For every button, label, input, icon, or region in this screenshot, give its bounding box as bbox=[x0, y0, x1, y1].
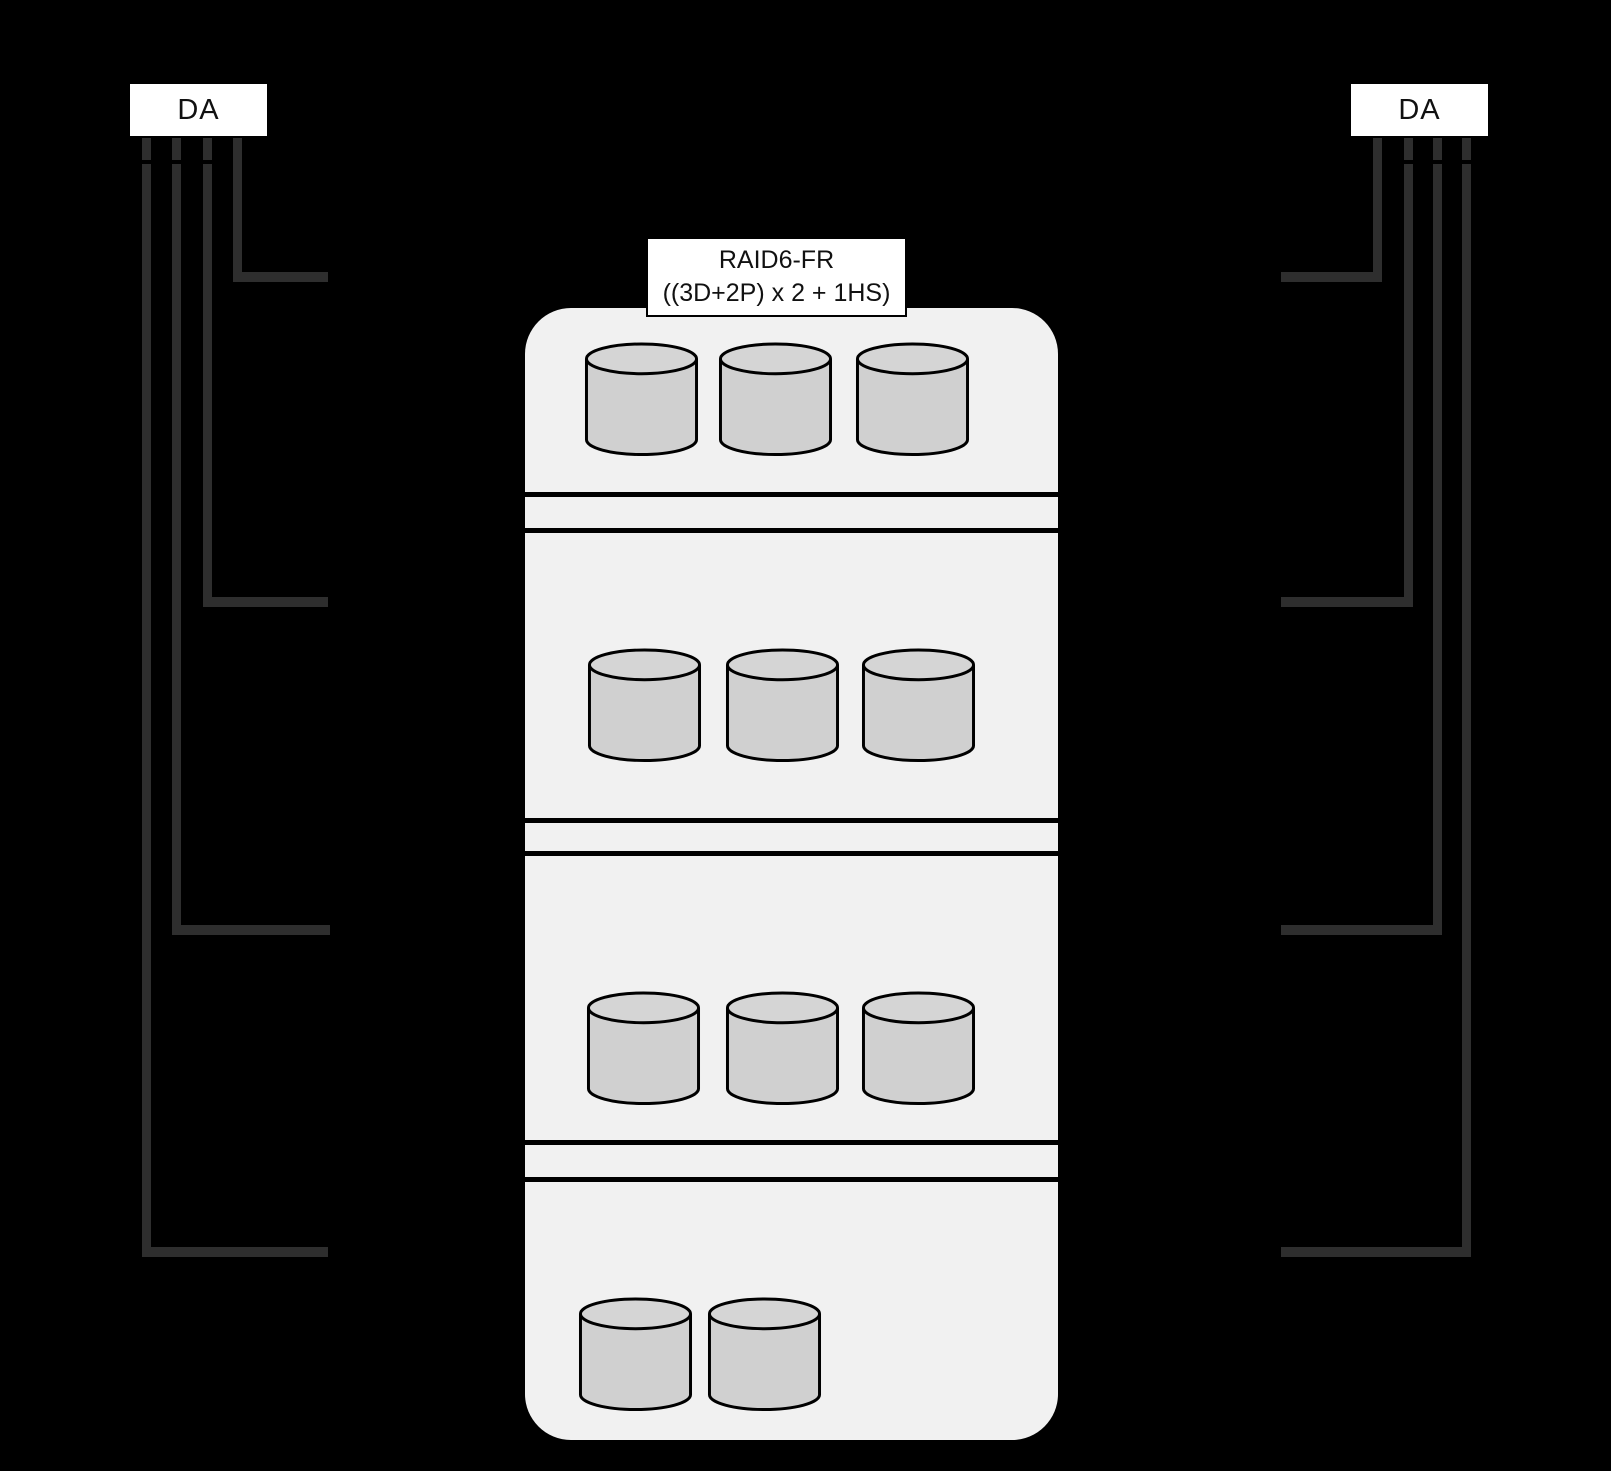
da-right-cable-1-horizontal bbox=[1281, 272, 1382, 282]
da-right-cable-3-vertical bbox=[1433, 164, 1442, 935]
shelf-divider-line bbox=[525, 1177, 1058, 1182]
raid-group-label-box: RAID6-FR ((3D+2P) x 2 + 1HS) bbox=[646, 237, 907, 317]
da-right-cable-4-stub bbox=[1462, 137, 1471, 160]
da-left-cable-1-stub bbox=[142, 137, 151, 160]
da-right-box: DA bbox=[1349, 82, 1490, 138]
da-left-cable-3-stub bbox=[203, 137, 212, 160]
da-right-cable-2-vertical bbox=[1404, 164, 1413, 607]
disk-cylinder-icon bbox=[855, 342, 970, 457]
disk-cylinder-icon bbox=[861, 648, 976, 763]
da-right-cable-4-vertical bbox=[1462, 164, 1471, 1257]
raid-group-config: ((3D+2P) x 2 + 1HS) bbox=[662, 279, 891, 307]
disk-cylinder-icon bbox=[725, 648, 840, 763]
disk-cylinder-icon bbox=[584, 342, 699, 457]
disk-cylinder-icon bbox=[578, 1297, 693, 1412]
da-left-cable-4-horizontal bbox=[233, 272, 328, 282]
disk-cylinder-icon bbox=[587, 648, 702, 763]
da-left-cable-4-vertical bbox=[233, 137, 242, 282]
disk-cylinder-icon bbox=[725, 991, 840, 1106]
da-left-cable-3-horizontal bbox=[203, 597, 328, 607]
da-left-cable-1-vertical bbox=[142, 164, 151, 1257]
shelf-divider-line bbox=[525, 528, 1058, 533]
da-left-label: DA bbox=[177, 93, 220, 126]
da-left-box: DA bbox=[128, 82, 269, 138]
enclosure-shelf-3 bbox=[525, 856, 1058, 1140]
shelf-divider-line bbox=[525, 1140, 1058, 1145]
disk-cylinder-icon bbox=[861, 991, 976, 1106]
da-right-cable-2-horizontal bbox=[1281, 597, 1413, 607]
da-left-cable-3-vertical bbox=[203, 164, 212, 607]
disk-cylinder-icon bbox=[586, 991, 701, 1106]
disk-cylinder-icon bbox=[707, 1297, 822, 1412]
da-right-cable-3-stub bbox=[1433, 137, 1442, 160]
raid-group-name: RAID6-FR bbox=[718, 246, 835, 274]
da-left-cable-2-stub bbox=[172, 137, 181, 160]
da-right-cable-3-horizontal bbox=[1281, 925, 1442, 935]
da-right-cable-4-horizontal bbox=[1281, 1247, 1471, 1257]
da-right-cable-1-vertical bbox=[1373, 137, 1382, 282]
enclosure-shelf-2 bbox=[525, 533, 1058, 818]
shelf-divider-line bbox=[525, 818, 1058, 823]
da-right-label: DA bbox=[1398, 93, 1441, 126]
disk-cylinder-icon bbox=[718, 342, 833, 457]
da-right-cable-2-stub bbox=[1404, 137, 1413, 160]
shelf-divider-line bbox=[525, 851, 1058, 856]
enclosure-shelf-1 bbox=[525, 308, 1058, 492]
da-left-cable-2-horizontal bbox=[172, 925, 330, 935]
enclosure-shelf-4 bbox=[525, 1182, 1058, 1440]
shelf-divider-line bbox=[525, 492, 1058, 497]
da-left-cable-2-vertical bbox=[172, 164, 181, 935]
da-left-cable-1-horizontal bbox=[142, 1247, 328, 1257]
